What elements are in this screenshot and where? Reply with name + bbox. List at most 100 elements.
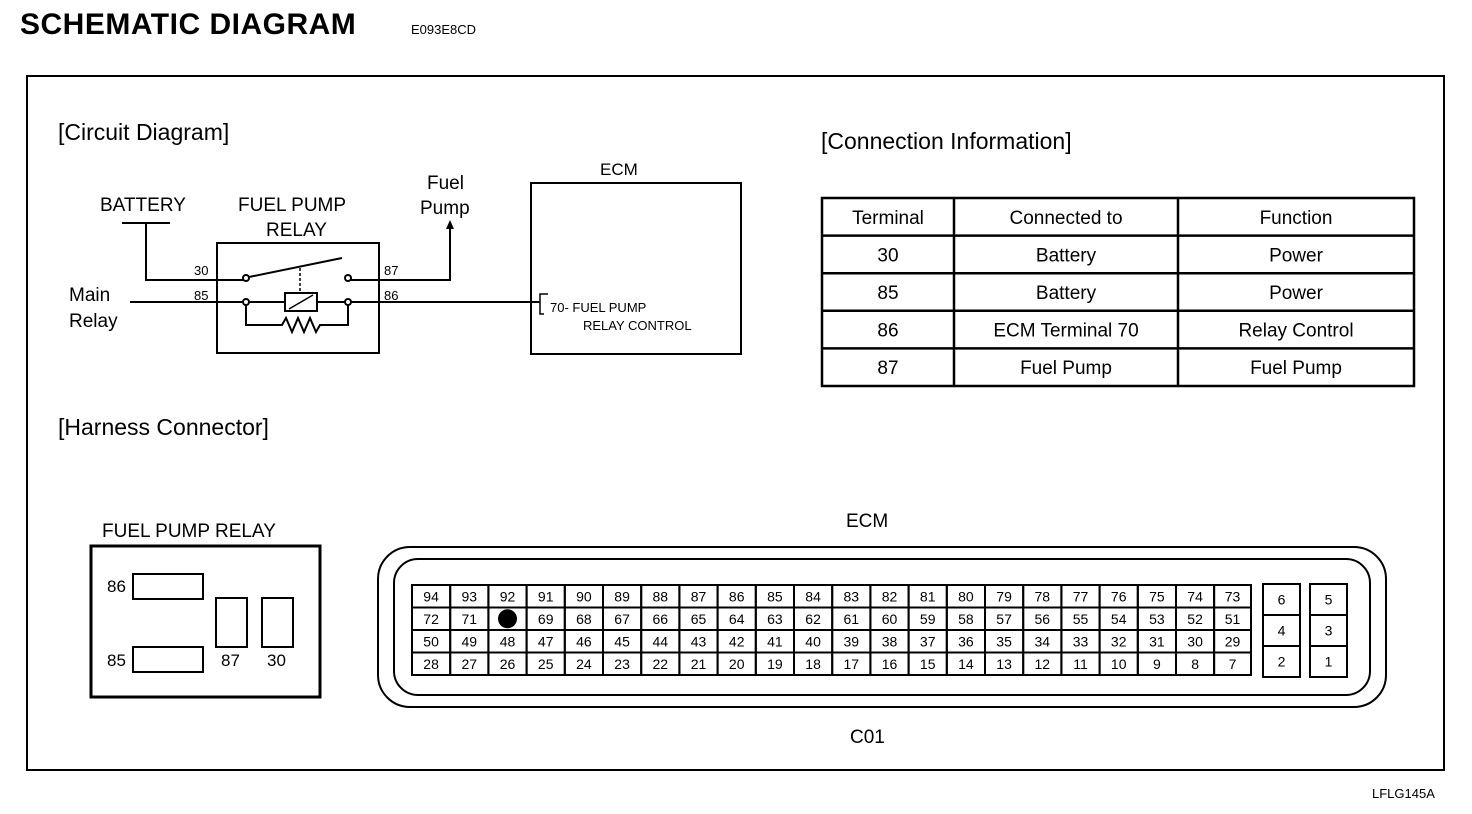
ecm-pin-number: 88 xyxy=(653,588,669,604)
ecm-pin-number: 67 xyxy=(614,611,630,627)
ecm-pin-number: 51 xyxy=(1225,611,1241,627)
ecm-pin-cell xyxy=(1309,645,1348,678)
ecm-pin-number: 23 xyxy=(614,656,630,672)
connection-table-cell: Power xyxy=(1269,283,1324,304)
ecm-pin-number: 27 xyxy=(462,656,478,672)
connection-table-header: Terminal xyxy=(852,208,924,229)
fuel-pump-arrow xyxy=(446,220,454,229)
ecm-pin-number: 46 xyxy=(576,633,592,649)
figure-id: LFLG145A xyxy=(1372,786,1435,801)
ecm-connector-inner xyxy=(393,558,1371,696)
coil-contact-85 xyxy=(242,298,250,306)
ecm-pin-number: 12 xyxy=(1035,656,1051,672)
ecm-pin-number: 32 xyxy=(1111,633,1127,649)
ecm-pin-number: 50 xyxy=(423,633,439,649)
ecm-pin-number: 75 xyxy=(1149,588,1165,604)
ecm-pin-number: 29 xyxy=(1225,633,1241,649)
ecm-connector-outer xyxy=(377,546,1387,708)
resistor-wire xyxy=(245,305,349,335)
battery-wire xyxy=(145,223,246,281)
ecm-connector-title: ECM xyxy=(846,511,888,532)
ecm-pin-number: 77 xyxy=(1073,588,1089,604)
ecm-pin-bracket xyxy=(539,293,548,315)
ecm-pin-number: 41 xyxy=(767,633,783,649)
connection-table-cell: 85 xyxy=(877,283,898,304)
ecm-pin-number: 44 xyxy=(653,633,669,649)
switch-contact-87 xyxy=(344,274,352,282)
ecm-pin-number: 94 xyxy=(423,588,439,604)
ecm-pin-70-marker xyxy=(498,609,517,629)
relay-pin-86: 86 xyxy=(384,288,398,303)
relay-terminal-label-87: 87 xyxy=(221,651,240,670)
relay-pin-87: 87 xyxy=(384,263,398,278)
ecm-pin-number: 53 xyxy=(1149,611,1165,627)
connector-id-label: C01 xyxy=(850,727,885,748)
ecm-pin-number: 5 xyxy=(1325,592,1333,608)
ecm-pin-number: 54 xyxy=(1111,611,1127,627)
ecm-pin-number: 79 xyxy=(996,588,1012,604)
ecm-pin-number: 10 xyxy=(1111,656,1127,672)
ecm-pin-number: 73 xyxy=(1225,588,1241,604)
ecm-pin-number: 14 xyxy=(958,656,974,672)
connection-table-cell: 87 xyxy=(877,358,898,379)
ecm-pin-number: 34 xyxy=(1035,633,1051,649)
ecm-pin-number: 58 xyxy=(958,611,974,627)
ecm-pin-number: 80 xyxy=(958,588,974,604)
ecm-pin-cell xyxy=(1262,645,1301,678)
ecm-pin-number: 43 xyxy=(691,633,707,649)
ecm-pin-number: 40 xyxy=(805,633,821,649)
ecm-pin-number: 35 xyxy=(996,633,1012,649)
ecm-pin-number: 60 xyxy=(882,611,898,627)
ecm-pin-number: 39 xyxy=(844,633,860,649)
ecm-pin-number: 16 xyxy=(882,656,898,672)
ecm-pin-number: 30 xyxy=(1187,633,1203,649)
ecm-pin-number: 47 xyxy=(538,633,554,649)
ecm-pin-number: 1 xyxy=(1325,654,1333,670)
relay-pin-30: 30 xyxy=(194,263,208,278)
connection-table-cell: 86 xyxy=(877,321,898,342)
ecm-pin-number: 48 xyxy=(500,633,516,649)
connection-table-cell: Battery xyxy=(1036,283,1097,304)
ecm-pin-number: 87 xyxy=(691,588,707,604)
ecm-pin-number: 90 xyxy=(576,588,592,604)
ecm-pin-number: 66 xyxy=(653,611,669,627)
relay-label-line1: FUEL PUMP xyxy=(238,195,346,216)
relay-terminal-label-30: 30 xyxy=(267,651,286,670)
relay-connector-title: FUEL PUMP RELAY xyxy=(102,521,276,542)
connection-table-border xyxy=(820,196,1416,388)
relay-coil-diagonal xyxy=(288,294,314,310)
ecm-pin-number: 6 xyxy=(1278,592,1286,608)
ecm-pin-number: 36 xyxy=(958,633,974,649)
ecm-pin-number: 93 xyxy=(462,588,478,604)
ecm-pin-number: 81 xyxy=(920,588,936,604)
ecm-pin-number: 85 xyxy=(767,588,783,604)
ecm-pin-number: 8 xyxy=(1191,656,1199,672)
ecm-pin-number: 2 xyxy=(1278,654,1286,670)
ecm-pin-number: 49 xyxy=(462,633,478,649)
ecm-pin-number: 20 xyxy=(729,656,745,672)
fuel-pump-label-line2: Pump xyxy=(420,198,470,219)
circuit-heading: [Circuit Diagram] xyxy=(58,119,229,145)
ecm-pin-cell xyxy=(1213,651,1252,676)
ecm-pin-number: 64 xyxy=(729,611,745,627)
ecm-pin-number: 37 xyxy=(920,633,936,649)
connection-table-cell: Battery xyxy=(1036,245,1097,266)
main-relay-label-line1: Main xyxy=(69,285,110,306)
switch-blade xyxy=(248,257,343,278)
ecm-pin-label-line1: 70- FUEL PUMP xyxy=(550,300,646,315)
ecm-pin-number: 13 xyxy=(996,656,1012,672)
battery-label: BATTERY xyxy=(100,195,186,216)
ecm-pin-number: 59 xyxy=(920,611,936,627)
ecm-pin-number: 65 xyxy=(691,611,707,627)
connection-table-cell: Fuel Pump xyxy=(1250,358,1342,379)
ecm-pin-number: 26 xyxy=(500,656,516,672)
ecm-pin-number: 33 xyxy=(1073,633,1089,649)
ecm-pin-number: 84 xyxy=(805,588,821,604)
ecm-pin-number: 78 xyxy=(1035,588,1051,604)
ecm-pin-number: 24 xyxy=(576,656,592,672)
ecm-pin-number: 55 xyxy=(1073,611,1089,627)
circuit-diagram: [Circuit Diagram] BATTERY FUEL PUMP RELA… xyxy=(58,119,742,355)
